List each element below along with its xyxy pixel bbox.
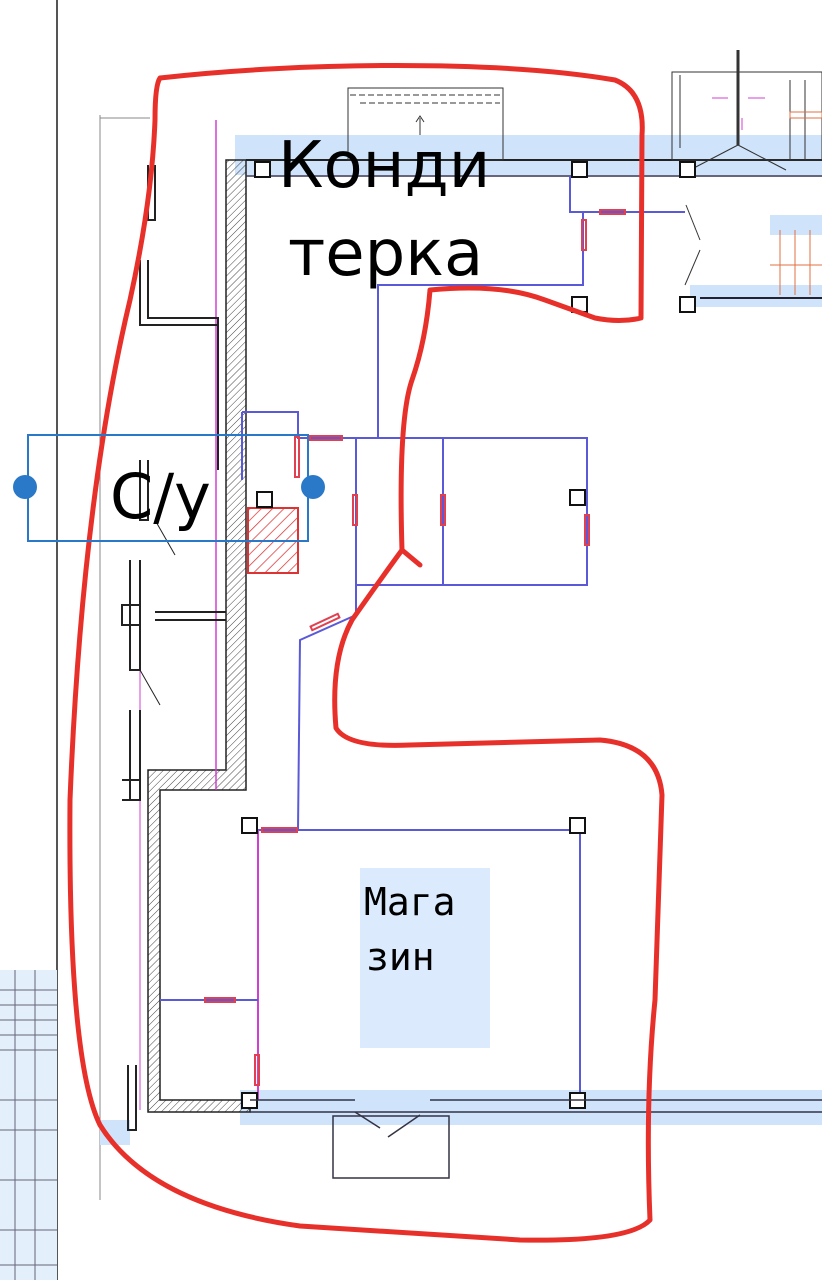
- entrance-canopy-top: [347, 87, 504, 161]
- openings: [204, 209, 626, 1086]
- bathroom-partitions: [121, 165, 226, 1131]
- annotation-outline: [67, 63, 665, 1243]
- left-grid-fragment: [0, 970, 57, 1280]
- resize-handle-right[interactable]: [301, 475, 325, 499]
- label-confectionery-line1: Конди: [278, 129, 490, 203]
- resize-handle-left[interactable]: [13, 475, 37, 499]
- selected-text-box[interactable]: С/у: [13, 434, 325, 542]
- structural-columns: [241, 161, 696, 1109]
- label-bathroom[interactable]: С/у: [110, 460, 211, 533]
- shop-label-highlight: [360, 868, 490, 1048]
- label-shop-line2: зин: [366, 935, 435, 979]
- interior-partitions: [160, 176, 685, 1100]
- stair-vestibule: [671, 50, 822, 171]
- bottom-facade: [250, 1099, 822, 1179]
- label-confectionery-line2: терка: [288, 217, 483, 291]
- label-shop-line1: Мага: [364, 880, 456, 924]
- stair-right: [684, 204, 822, 299]
- highlight-bands: [100, 135, 822, 1145]
